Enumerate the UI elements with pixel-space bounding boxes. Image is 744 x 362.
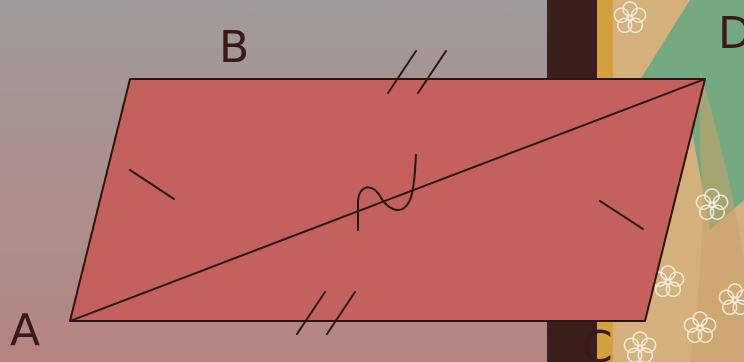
double-tick-bd-2 xyxy=(417,50,447,94)
vertex-label-a: A xyxy=(10,305,40,356)
double-tick-bd-1 xyxy=(387,50,417,94)
vertex-label-d: D xyxy=(718,8,744,59)
tick-mark-cd xyxy=(599,200,644,230)
fabric-fold xyxy=(690,70,744,362)
vertex-label-b: B xyxy=(219,22,249,73)
double-tick-ac-1 xyxy=(296,291,326,335)
tick-mark-ab xyxy=(129,169,175,200)
diagonal-ad xyxy=(69,78,706,322)
double-tick-ac-2 xyxy=(326,291,356,335)
vertex-label-c: C xyxy=(582,322,613,362)
congruence-wavy-symbol xyxy=(357,154,417,231)
